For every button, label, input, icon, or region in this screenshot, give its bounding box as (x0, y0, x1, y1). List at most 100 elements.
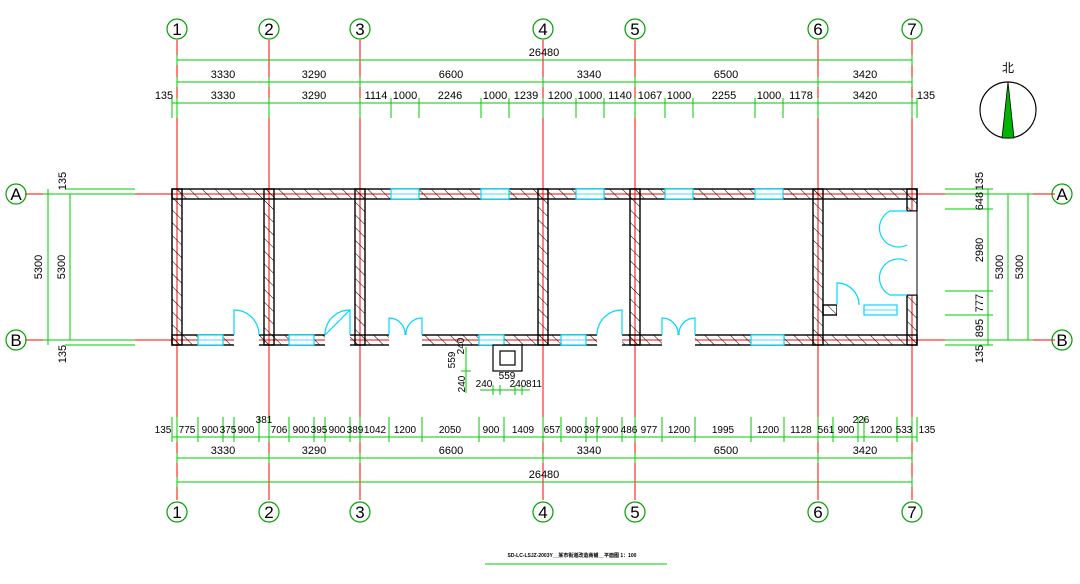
door-room-6-inner (836, 282, 860, 306)
top-detail-dim: 1239 (514, 90, 538, 102)
right-detail-dim-2: 2980 (974, 238, 986, 262)
bottom-bay-dim-3: 6600 (439, 445, 463, 457)
bubble-left-B-label: B (10, 331, 21, 350)
bubble-bottom-1-label: 1 (172, 503, 181, 522)
bubble-right-A (1051, 183, 1073, 205)
bottom-bay-dim-2: 3290 (302, 445, 326, 457)
wall-axis-2 (263, 188, 275, 346)
bottom-detail-dim: 900 (238, 425, 255, 436)
top-detail-dim: 135 (917, 90, 935, 102)
wall-right-bottom (906, 294, 918, 346)
bubble-bottom-2 (258, 501, 280, 523)
doors (233, 210, 908, 336)
bottom-detail-dim: 135 (155, 425, 172, 436)
bottom-detail-dim: 900 (566, 425, 583, 436)
top-detail-dim: 1000 (393, 90, 417, 102)
left-overall-dim: 5300 (33, 255, 45, 279)
bubble-bottom-7 (901, 501, 923, 523)
pit-dim: 240 (456, 337, 467, 354)
wall-axis-3 (354, 188, 366, 346)
right-bottom-dim: 135 (974, 345, 986, 363)
bottom-bay-dim-6: 3420 (853, 445, 877, 457)
column-bubbles-bottom (166, 501, 923, 523)
top-bay-dim-1: 3330 (211, 69, 235, 81)
top-bay-dim-5: 6500 (714, 69, 738, 81)
bottom-detail-dim: 900 (202, 425, 219, 436)
pit-dimension-lines (461, 347, 530, 395)
bottom-detail-dim: 2050 (439, 425, 462, 436)
door-room-5-right (678, 317, 696, 336)
top-dimension-lines (171, 55, 918, 118)
pit-dim: 240 (476, 379, 493, 390)
left-top-dim: 135 (57, 172, 69, 190)
top-detail-dim: 3420 (853, 90, 877, 102)
bubble-top-6-label: 6 (813, 20, 822, 39)
bottom-detail-dim: 397 (584, 425, 601, 436)
left-dimension-lines (43, 188, 135, 346)
bottom-detail-dim: 389 (347, 425, 364, 436)
bubble-right-B-label: B (1056, 331, 1067, 350)
bottom-bay-dim-1: 3330 (211, 445, 235, 457)
north-arrow-needle (1001, 81, 1015, 139)
wall-left (171, 188, 183, 346)
bottom-detail-dim: 1128 (790, 425, 812, 436)
door-room-4 (596, 309, 623, 336)
wall-right-top (906, 188, 918, 212)
north-arrow: 北 (979, 61, 1037, 139)
bubble-top-6 (807, 18, 829, 40)
drawing-title-block: SD-LC-LSJZ-2003Y__某市街道改造商铺__平面图 1：100 (485, 552, 667, 565)
bottom-detail-dim: 1200 (757, 425, 780, 436)
door-room-3-left (388, 317, 406, 336)
left-inner-dim: 5300 (56, 255, 68, 279)
bottom-detail-dim: 657 (544, 425, 561, 436)
column-bubbles-top (166, 18, 923, 40)
bottom-detail-dim: 775 (179, 425, 196, 436)
top-detail-dim: 1000 (483, 90, 507, 102)
bottom-detail-dim: 1995 (712, 425, 735, 436)
right-overall-dim-2: 5300 (1014, 255, 1026, 279)
door-room-2 (324, 309, 351, 336)
top-detail-dim: 1000 (578, 90, 602, 102)
bottom-extra-dim: 381 (256, 415, 273, 426)
bottom-detail-dim: 561 (818, 425, 835, 436)
wall-right-room-stub (822, 304, 838, 316)
bottom-detail-dim: 900 (602, 425, 619, 436)
bottom-bay-dim-4: 3340 (577, 445, 601, 457)
wall-axis-5 (629, 188, 641, 346)
bubble-top-3 (349, 18, 371, 40)
bottom-detail-dim: 1200 (668, 425, 691, 436)
bubble-bottom-4 (532, 501, 554, 523)
bubble-top-2-label: 2 (264, 20, 273, 39)
right-detail-dim-3: 777 (974, 294, 986, 312)
top-detail-dim: 1067 (638, 90, 662, 102)
top-detail-dim: 1178 (789, 90, 813, 102)
bottom-detail-dim: 135 (919, 425, 936, 436)
bottom-bay-dim-5: 6500 (714, 445, 738, 457)
bottom-extra-dim: 226 (853, 415, 870, 426)
left-bottom-dim: 135 (57, 345, 69, 363)
top-detail-dim: 3290 (302, 90, 326, 102)
top-detail-dim: 1200 (548, 90, 572, 102)
top-detail-dim: 2255 (712, 90, 736, 102)
bottom-detail-dim: 1200 (870, 425, 893, 436)
top-detail-dim: 1140 (608, 90, 632, 102)
bottom-detail-dim: 1409 (512, 425, 535, 436)
pit-inner (499, 350, 516, 366)
bubble-bottom-5-label: 5 (630, 503, 639, 522)
top-detail-dim: 1000 (757, 90, 781, 102)
bubble-top-4-label: 4 (538, 20, 547, 39)
top-bay-dim-3: 6600 (439, 69, 463, 81)
door-room-6-outer-top (878, 210, 908, 248)
bubble-top-1 (166, 18, 188, 40)
wall-axis-6 (812, 188, 824, 346)
bottom-detail-dim: 706 (271, 425, 288, 436)
top-bay-dim-6: 3420 (853, 69, 877, 81)
bubble-bottom-6-label: 6 (813, 503, 822, 522)
top-detail-dim: 1114 (365, 90, 388, 102)
bottom-detail-dim: 375 (220, 425, 237, 436)
bottom-detail-dim: 900 (293, 425, 310, 436)
bubble-bottom-5 (624, 501, 646, 523)
bubble-bottom-2-label: 2 (264, 503, 273, 522)
wall-axis-4 (537, 188, 549, 346)
bubble-top-4 (532, 18, 554, 40)
